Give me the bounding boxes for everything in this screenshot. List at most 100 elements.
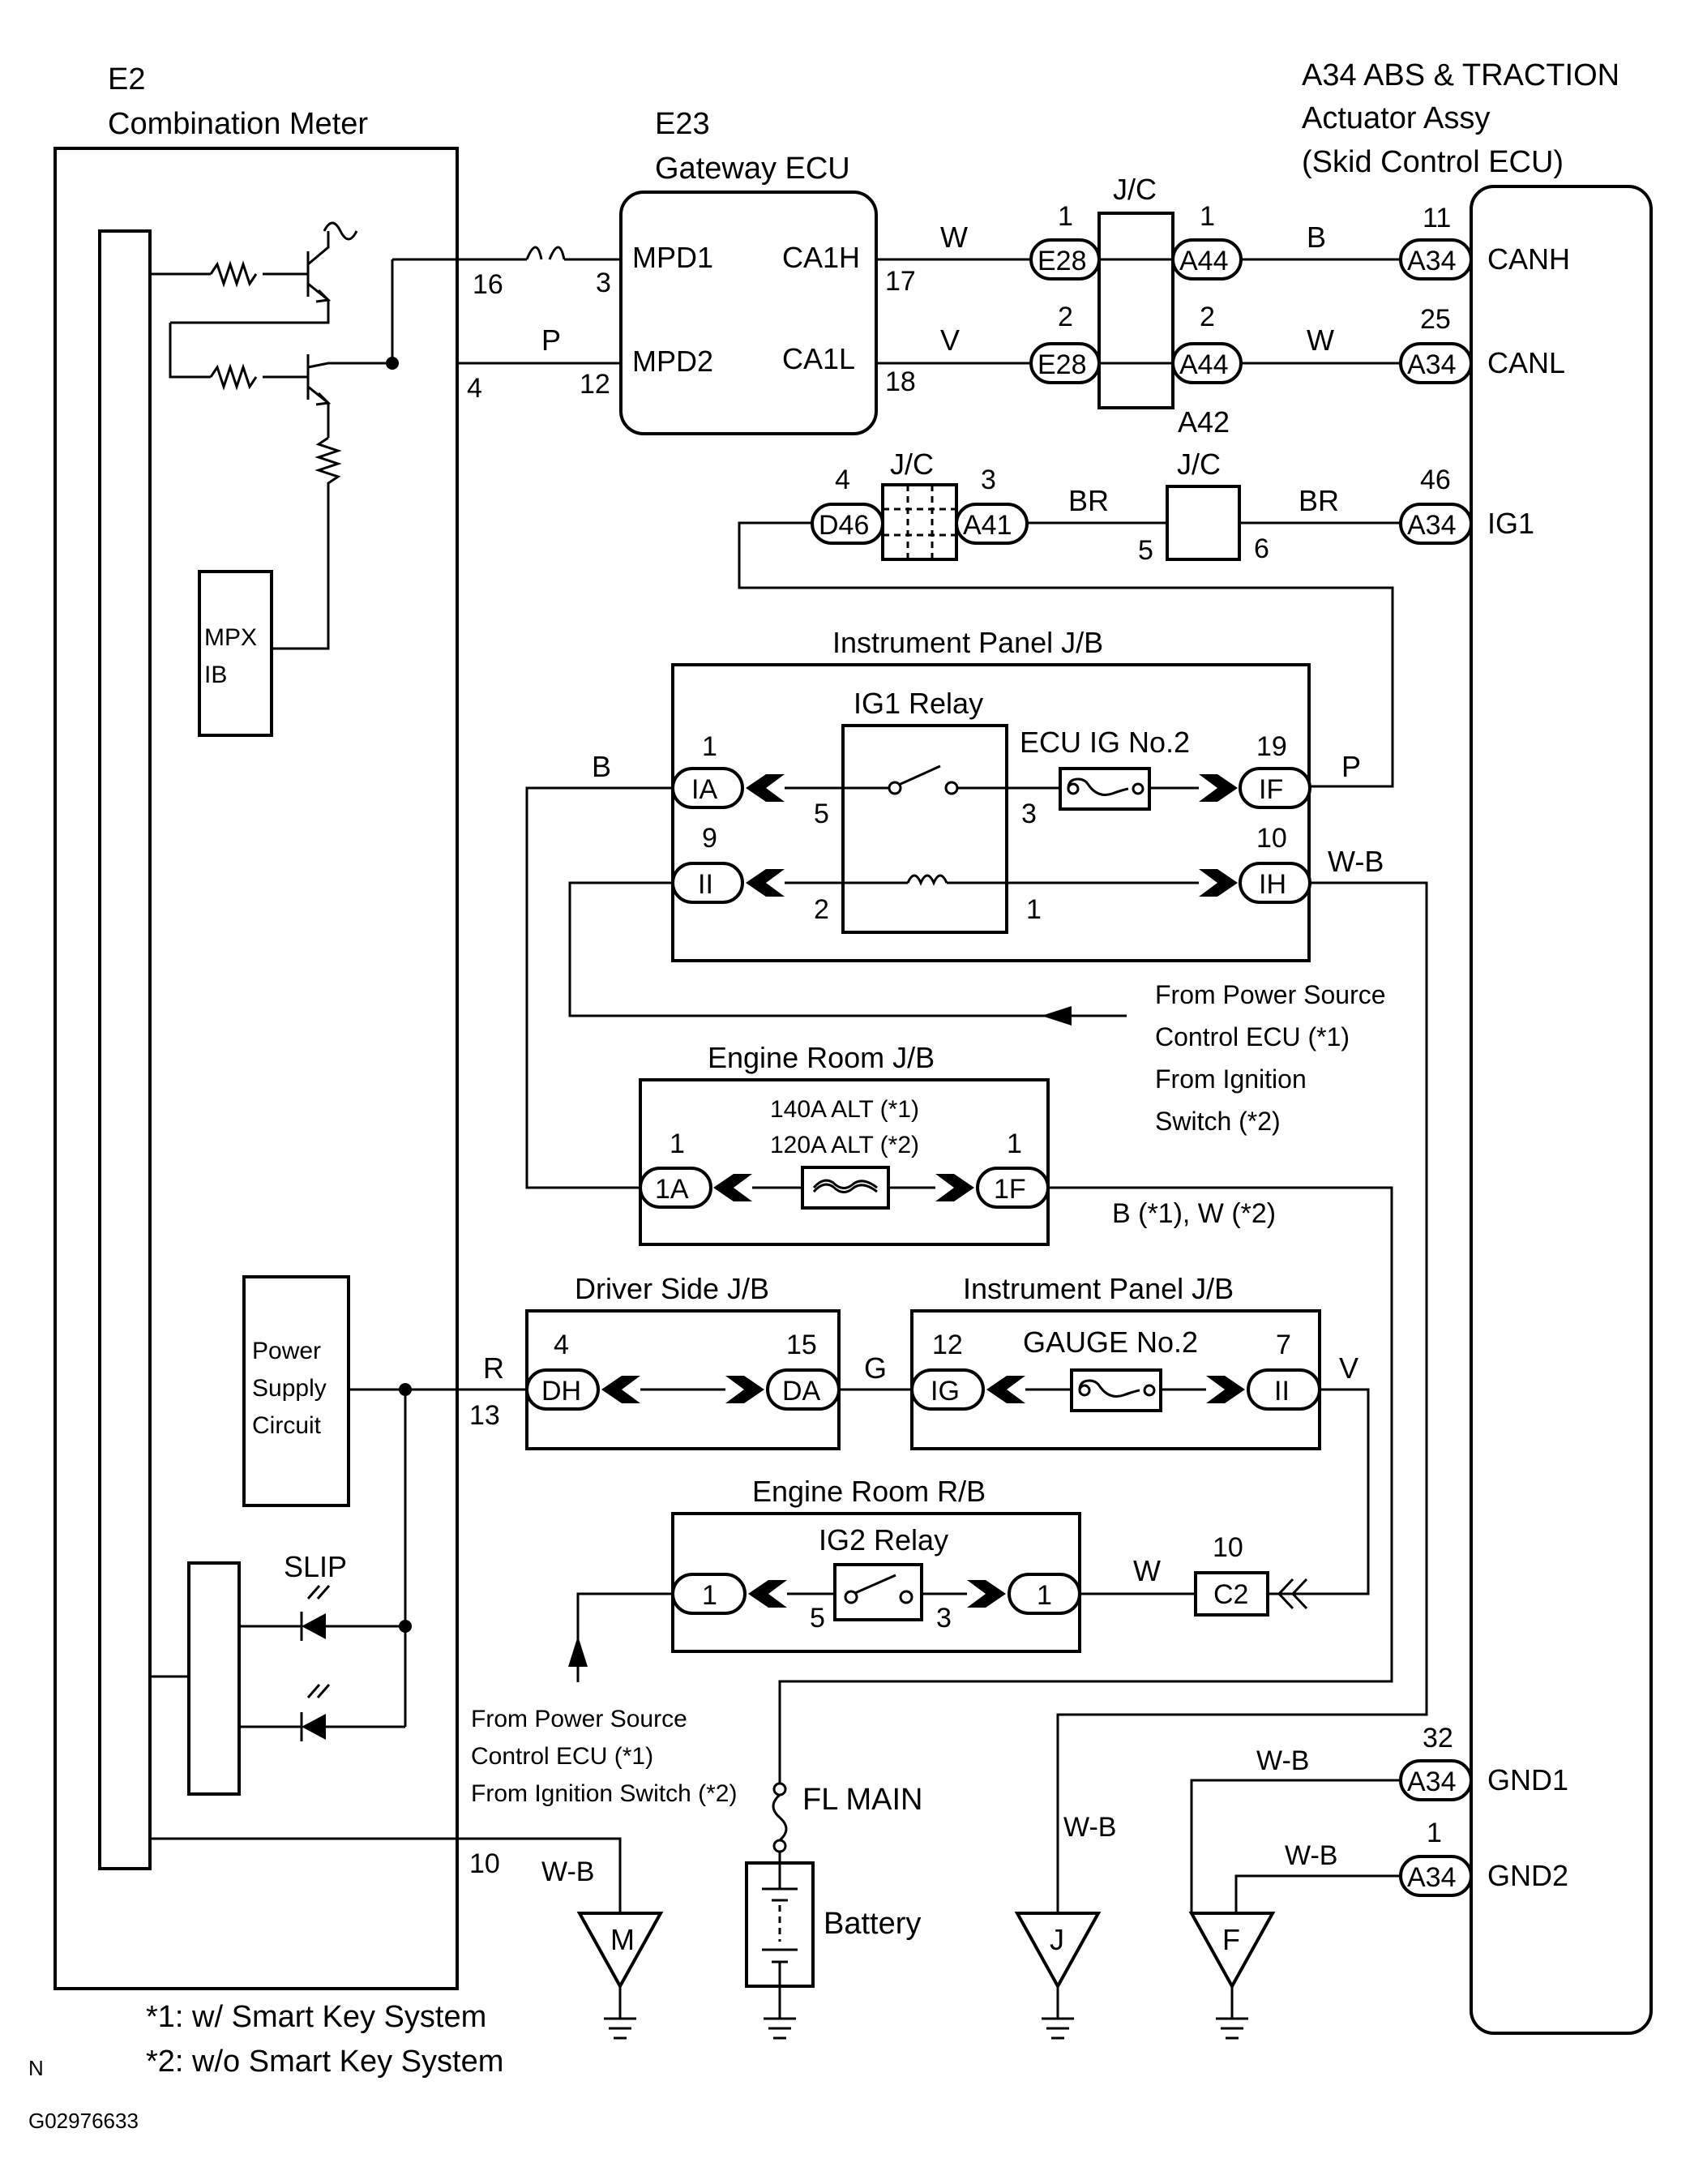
wire-r: R <box>483 1351 504 1385</box>
junction-a42: J/C A42 E28 A44 E28 A44 1 1 2 2 B W <box>1029 173 1401 439</box>
gateway-ecu: E23 Gateway ECU MPD1 MPD2 CA1H CA1L 16 3… <box>386 107 1031 435</box>
pin-9: 9 <box>702 823 717 854</box>
pin-19: 19 <box>1256 731 1287 762</box>
pin-46: 46 <box>1420 465 1451 495</box>
instrument-panel-jb-gauge: Instrument Panel J/B GAUGE No.2 IG 12 II… <box>910 1272 1370 1595</box>
note-b-2: Control ECU (*1) <box>471 1743 653 1770</box>
pin-1-ia: 1 <box>702 731 717 762</box>
note-b-1: From Power Source <box>471 1706 687 1732</box>
a42-label: A42 <box>1178 405 1230 439</box>
wire-wb-gnd2: W-B <box>1285 1840 1337 1871</box>
wire-g: G <box>864 1351 887 1385</box>
footnotes: *1: w/ Smart Key System *2: w/o Smart Ke… <box>28 2000 503 2133</box>
pin-1-1a: 1 <box>670 1128 685 1159</box>
ig2-relay-label: IG2 Relay <box>819 1523 948 1557</box>
pin-5: 5 <box>1138 535 1153 566</box>
engine-room-rb-label: Engine Room R/B <box>752 1475 986 1508</box>
engine-room-jb: Engine Room J/B 140A ALT (*1) 120A ALT (… <box>639 1041 1393 1775</box>
conn-if: IF <box>1259 774 1283 805</box>
note-from-ign-1: From Ignition <box>1155 1064 1307 1094</box>
pin-4-meter: 4 <box>467 373 482 404</box>
wire-br-2: BR <box>1299 484 1339 517</box>
conn-a34-canh: A34 <box>1407 246 1457 276</box>
alt-140-label: 140A ALT (*1) <box>770 1096 919 1123</box>
skid-control-ecu: A34 ABS & TRACTION Actuator Assy (Skid C… <box>1302 58 1653 2035</box>
footnote-2: *2: w/o Smart Key System <box>146 2045 503 2079</box>
wire-b-canh: B <box>1307 221 1326 254</box>
jc-d46-label: J/C <box>890 448 934 481</box>
pin-25: 25 <box>1420 304 1451 335</box>
pin-12-mpd2: 12 <box>580 369 610 400</box>
pin-18: 18 <box>885 366 916 397</box>
engine-room-jb-label: Engine Room J/B <box>708 1041 935 1074</box>
ig1-feed: J/C D46 4 A41 3 J/C 5 6 BR BR <box>738 448 1401 788</box>
conn-ii-1: II <box>698 869 713 900</box>
ground-j-label: J <box>1050 1923 1064 1956</box>
alt-120-label: 120A ALT (*2) <box>770 1132 919 1158</box>
drawing-id: G02976633 <box>28 2109 139 2133</box>
conn-a34-gnd2: A34 <box>1407 1862 1457 1893</box>
pin-canl: CANL <box>1487 346 1565 379</box>
pin-2-relay: 2 <box>814 894 829 925</box>
pin-6: 6 <box>1254 533 1269 564</box>
note-from-psecu-2: Control ECU (*1) <box>1155 1022 1350 1051</box>
wire-br-1: BR <box>1068 484 1109 517</box>
e23-code: E23 <box>655 107 710 141</box>
conn-ig: IG <box>931 1376 960 1407</box>
conn-1a: 1A <box>655 1174 689 1205</box>
wire-v-canl: V <box>940 323 960 357</box>
conn-dh: DH <box>541 1376 581 1407</box>
a34-title-2: Actuator Assy <box>1302 101 1490 135</box>
pin-16: 16 <box>473 269 503 300</box>
driver-side-jb-label: Driver Side J/B <box>575 1272 769 1305</box>
wire-w-c2: W <box>1133 1554 1161 1587</box>
pin-2-e28: 2 <box>1058 302 1073 332</box>
wire-b1w2: B (*1), W (*2) <box>1112 1198 1276 1229</box>
driver-side-jb: Driver Side J/B DH 4 DA 15 R 13 G <box>469 1272 912 1450</box>
power-label-1: Power <box>252 1338 321 1364</box>
power-label-3: Circuit <box>252 1412 322 1439</box>
ecu-ig-no2-label: ECU IG No.2 <box>1020 726 1190 759</box>
pin-ca1l: CA1L <box>782 342 855 375</box>
pin-3-mpd1: 3 <box>596 268 611 298</box>
wire-p-if: P <box>1341 750 1361 783</box>
combination-meter: E2 Combination Meter MPX IB Power Supply… <box>53 62 622 1990</box>
ip-jb-label-1: Instrument Panel J/B <box>832 626 1103 659</box>
pin-gnd1: GND1 <box>1487 1763 1568 1796</box>
ground-f-label: F <box>1222 1923 1240 1956</box>
wire-wb-gnd1: W-B <box>1256 1745 1309 1776</box>
pin-mpd2: MPD2 <box>632 345 713 378</box>
pin-3-a41: 3 <box>981 465 996 495</box>
conn-c2: C2 <box>1213 1579 1248 1610</box>
pin-4-dh: 4 <box>554 1330 569 1360</box>
pin-mpd1: MPD1 <box>632 241 713 274</box>
instrument-panel-jb-ig1: Instrument Panel J/B IG1 Relay ECU IG No… <box>525 626 1428 1913</box>
jc-56-label: J/C <box>1177 448 1221 481</box>
pin-10-c2: 10 <box>1213 1532 1243 1563</box>
conn-a41: A41 <box>963 510 1012 541</box>
pin-3-ig2: 3 <box>936 1603 952 1634</box>
wire-w-canl: W <box>1307 323 1334 357</box>
conn-ih: IH <box>1259 869 1286 900</box>
pin-1-e28: 1 <box>1058 201 1073 232</box>
conn-d46: D46 <box>819 510 869 541</box>
conn-a34-ig1: A34 <box>1407 510 1457 541</box>
wire-p-mpd2: P <box>541 323 561 357</box>
conn-a34-gnd1: A34 <box>1407 1766 1457 1797</box>
corner-n: N <box>28 2056 44 2080</box>
pin-11: 11 <box>1423 203 1451 233</box>
engine-room-rb: Engine Room R/B IG2 Relay 1 1 5 3 W C2 1… <box>471 1475 1321 1807</box>
ground-m-label: M <box>610 1923 635 1956</box>
gauge-no2-label: GAUGE No.2 <box>1023 1325 1198 1359</box>
pin-ig1: IG1 <box>1487 507 1534 540</box>
note-b-3: From Ignition Switch (*2) <box>471 1780 737 1807</box>
mpx-label-2: IB <box>204 662 227 688</box>
a34-title-3: (Skid Control ECU) <box>1302 145 1564 179</box>
pin-32: 32 <box>1423 1723 1453 1754</box>
power-label-2: Supply <box>252 1375 327 1402</box>
conn-1-right: 1 <box>1037 1580 1052 1611</box>
ig1-relay-label: IG1 Relay <box>854 687 983 720</box>
pin-5-relay: 5 <box>814 799 829 829</box>
mpx-label-1: MPX <box>204 624 257 651</box>
